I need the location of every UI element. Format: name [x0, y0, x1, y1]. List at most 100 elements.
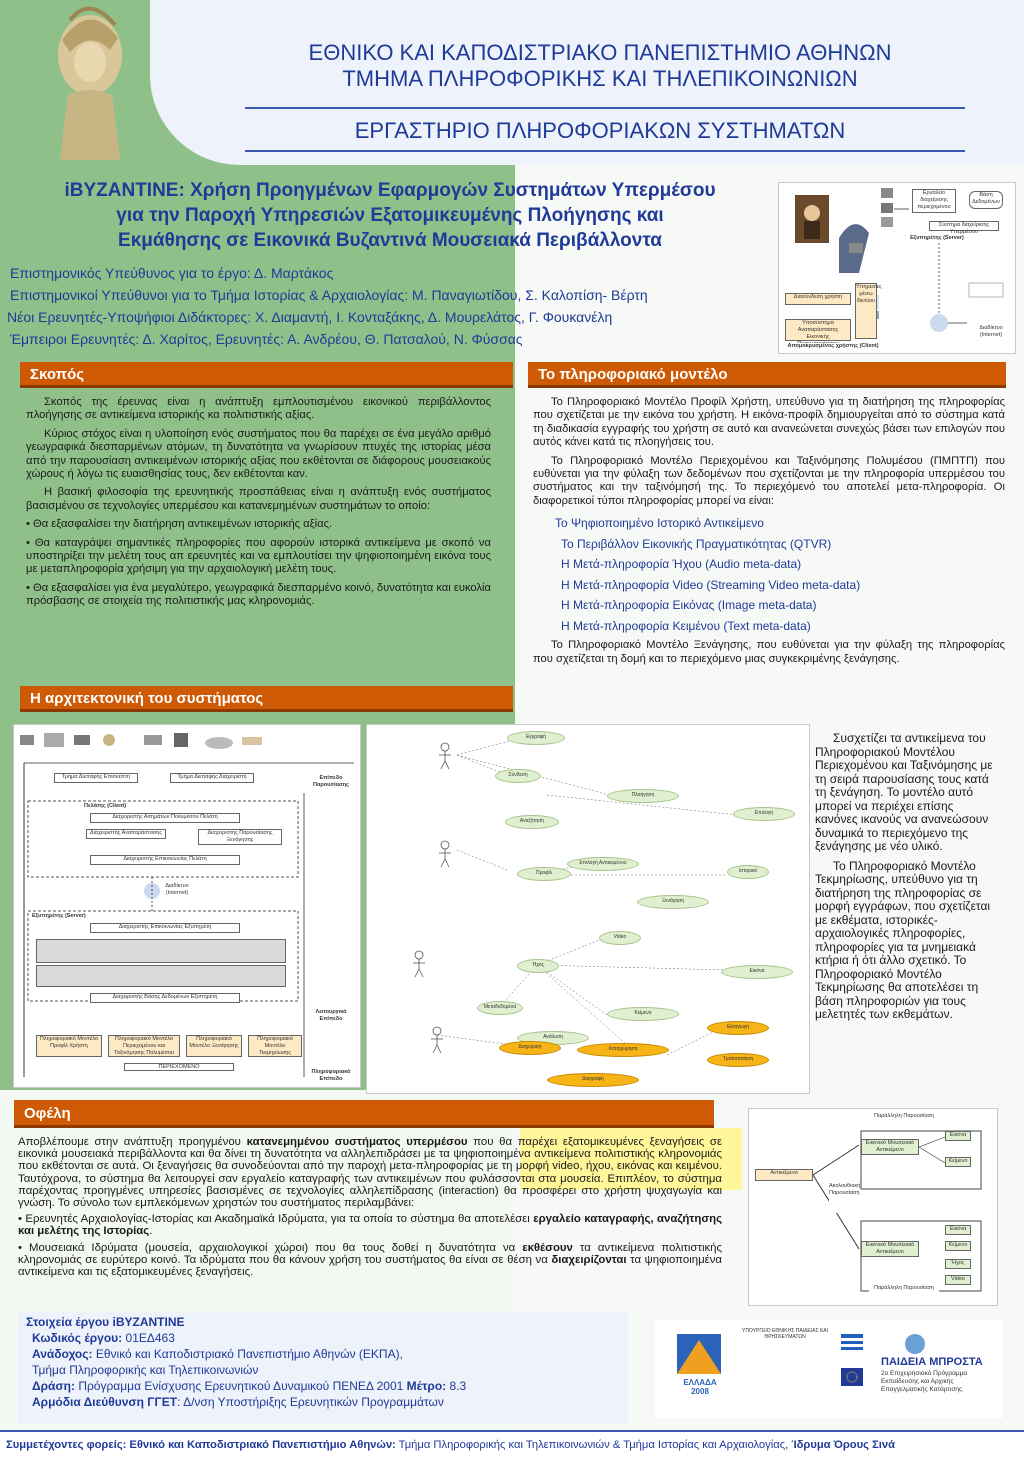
use-case-node: Κείμενο [607, 1007, 679, 1021]
benefits-strong: εκθέσουν [522, 1241, 573, 1254]
people-line: Έμπειροι Ερευνητές: Δ. Χαρίτος, Ερευνητέ… [10, 331, 523, 347]
project-code: Κωδικός έργου: 01ΕΔ463 [32, 1330, 626, 1346]
vr-subsystem-box: Υποσύστημα Αναπαράστασης Εικονικής Πραγμ… [785, 319, 851, 347]
use-case-node: Αναζήτηση [505, 815, 559, 829]
model-list-item: Η Μετά-πληροφορία Κειμένου (Text meta-da… [561, 618, 811, 633]
people-list: Επιστημονικός Υπεύθυνος για το έργο: Δ. … [7, 262, 770, 350]
paideia-sub-line: Επαγγελματικής Κατάρτισης [881, 1386, 963, 1393]
benefits-text: • Μουσειακά Ιδρύματα (μουσεία, αρχαιολογ… [18, 1241, 523, 1254]
title-line-3: Εκμάθησης σε Εικονικά Βυζαντινά Μουσειακ… [118, 230, 662, 251]
project-action: Δράση: Πρόγραμμα Ενίσχυσης Ερευνητικού Δ… [32, 1378, 626, 1394]
use-case-node: Προφίλ [517, 867, 571, 881]
client-group-label: Πελάτης (Client) [84, 803, 144, 810]
database-box: Βάση Δεδομένων [969, 191, 1003, 209]
use-case-node-highlight: Εισαγωγή [707, 1021, 769, 1035]
sponsor-logos-graphics [677, 1334, 925, 1386]
benefits-text: τα αντικείμενα πολιτιστικής κληρονομιάς … [18, 1241, 723, 1266]
skopos-paragraph: Σκοπός της έρευνας είναι η ανάπτυξη εμπλ… [26, 396, 491, 422]
server-db-manager-box: Διαχειριστής Βάσης Δεδομένων Εξυπηρέτη [90, 993, 240, 1003]
project-info: Στοιχεία έργου iBYZANTINE Κωδικός έργου:… [26, 1314, 626, 1410]
benefits-text: τα ψηφιοποιημένα αντικείμενα και τις εξα… [18, 1253, 722, 1279]
museum-object-box: Εικονικό Μουσειακό Αντικείμενο [861, 1139, 919, 1155]
benefits-paragraph: Αποβλέπουμε στην ανάπτυξη προηγμένου κατ… [18, 1136, 722, 1209]
parallel-label: Παράλληλη Παρουσίαση [869, 1285, 939, 1301]
system-overview-diagram: Εργαλείο διαχείρισης περιεχομένου Βάση Δ… [778, 182, 1016, 354]
footer-departments: Τμήμα Πληροφορικής και Τηλεπικοινωνιών &… [395, 1439, 792, 1451]
model-body: Το Πληροφοριακό Μοντέλο Προφίλ Χρήστη, υ… [533, 396, 1005, 671]
functional-layer-label: Λειτουργικό Επίπεδο [306, 1009, 356, 1025]
benefits-text: • Ερευνητές Αρχαιολογίας-Ιστορίας και Ακ… [18, 1213, 534, 1226]
university-name: ΕΘΝΙΚΟ ΚΑΙ ΚΑΠΟΔΙΣΤΡΙΑΚΟ ΠΑΝΕΠΙΣΤΗΜΙΟ ΑΘ… [308, 40, 892, 65]
paideia-sub-line: 2ο Επιχειρησιακό Πρόγραμμα [881, 1370, 968, 1377]
benefits-text: Αποβλέπουμε στην ανάπτυξη προηγμένου [18, 1136, 247, 1148]
project-authority-value: : Δ/νση Υποστήριξης Ερευνητικών Προγραμμ… [177, 1395, 444, 1409]
representation-manager-box: Διαχειριστής Αναπαράστασης [86, 829, 166, 839]
use-case-node: Επιλογή [733, 807, 795, 821]
use-case-node: Video [599, 931, 641, 945]
footer-text: Συμμετέχοντες φορείς: Εθνικό και Καποδισ… [6, 1439, 1018, 1451]
header-rule-top [245, 107, 965, 109]
documentation-model-box: Πληροφοριακό Μοντέλο Τεκμηρίωσης [248, 1035, 302, 1057]
header-banner [150, 0, 1024, 165]
ministry-logo-text: ΥΠΟΥΡΓΕΙΟ ΕΘΝΙΚΗΣ ΠΑΙΔΕΙΑΣ ΚΑΙ ΘΡΗΣΚΕΥΜΑ… [741, 1328, 829, 1340]
image-box: Εικόνα [945, 1131, 971, 1141]
people-line: Νέοι Ερευνητές-Υποψήφιοι Διδάκτορες: Χ. … [7, 309, 613, 325]
model-list-item: Η Μετά-πληροφορία Ήχου (Audio meta-data) [561, 557, 802, 572]
use-case-node-highlight: Διαχείριση [499, 1041, 561, 1055]
title-line-2: για την Παροχή Υπηρεσιών Εξατομικευμένης… [116, 205, 664, 226]
client-comm-manager-box: Διαχειριστής Επικοινωνίας Πελάτη [90, 855, 240, 865]
information-layer-label: Πληροφοριακό Επίπεδο [306, 1069, 356, 1085]
visitor-interface-box: Τμήμα Διεπαφής Επισκέπτη [54, 773, 138, 783]
documentation-model-paragraph: Το Πληροφοριακό Μοντέλο Τεκμηρίωσης, υπε… [815, 858, 991, 1021]
project-contractor-dept: Τμήμα Πληροφορικής και Τηλεπικοινωνιών [32, 1363, 259, 1377]
image-box: Εικόνα [945, 1225, 971, 1235]
model-list-item: Η Μετά-πληροφορία Video (Streaming Video… [561, 577, 861, 592]
model-list-item: Το Περιβάλλον Εικονικής Πραγματικότητας … [561, 536, 832, 551]
text-box: Κείμενο [945, 1241, 971, 1251]
use-case-node: Μεταδεδομένα [477, 1001, 523, 1015]
skopos-bullet: • Θα καταγράψει σημαντικές πληροφορίες π… [26, 536, 491, 576]
footer-university: Εθνικό και Καποδιστριακό Πανεπιστήμιο Αθ… [129, 1439, 396, 1451]
tour-model-paragraph: Συσχετίζει τα αντικείμενα του Πληροφορια… [815, 731, 993, 853]
header-rule-bottom [245, 150, 965, 152]
architecture-diagram: Τμήμα Διεπαφής Επισκέπτη Τμήμα Διεπαφής … [13, 724, 361, 1088]
use-case-node-highlight: Τροποποίηση [707, 1053, 769, 1067]
use-case-node-highlight: Καταχώρηση [577, 1043, 669, 1057]
model-list-item: Η Μετά-πληροφορία Εικόνας (Image meta-da… [561, 598, 817, 613]
project-info-title: Στοιχεία έργου iBYZANTINE [26, 1315, 185, 1329]
model-paragraph: Το Πληροφοριακό Μοντέλο Προφίλ Χρήστη, υ… [533, 396, 1005, 449]
content-box: ΠΕΡΙΕΧΟΜΕΝΟ [124, 1063, 234, 1071]
content-tool-box: Εργαλείο διαχείρισης περιεχομένου [912, 189, 956, 213]
user-profile-model-box: Πληροφοριακό Μοντέλο Προφίλ Χρήστη [36, 1035, 102, 1057]
skopos-bullet: • Θα εξασφαλίσει την διατήρηση αντικειμέ… [26, 518, 333, 531]
project-authority-label: Αρμόδια Διεύθυνση ΓΓΕΤ [32, 1395, 178, 1409]
use-case-node: Ιστορικό [727, 865, 769, 879]
client-request-manager-box: Διαχειριστής Αιτημάτων Πολυμέσου Πελάτη [90, 813, 240, 823]
model-paragraph: Το Πληροφοριακό Μοντέλο Ξενάγησης, που ε… [533, 639, 1005, 665]
use-case-node: Εικόνα [721, 965, 793, 979]
use-case-diagram: Εγγραφή Σύνδεση Πλοήγηση Αναζήτηση Επιλο… [366, 724, 810, 1094]
lab-name: ΕΡΓΑΣΤΗΡΙΟ ΠΛΗΡΟΦΟΡΙΑΚΩΝ ΣΥΣΤΗΜΑΤΩΝ [354, 118, 846, 143]
people-line: Επιστημονικοί Υπεύθυνοι για το Τμήμα Ιστ… [10, 287, 648, 303]
poster-title: iBYZANTINE: Χρήση Προηγμένων Εφαρμογών Σ… [0, 178, 780, 253]
footer-label: Συμμετέχοντες φορείς: [6, 1439, 127, 1451]
title-line-1: iBYZANTINE: Χρήση Προηγμένων Εφαρμογών Σ… [64, 180, 716, 201]
server-label: Εξυπηρέτης (Server) [907, 235, 967, 243]
use-case-node: Εγγραφή [507, 731, 565, 745]
project-action-label: Δράση: [32, 1379, 75, 1393]
paideia-sub-line: Εκπαίδευσης και Αρχικής [881, 1378, 954, 1385]
tour-structure-diagram: Παράλληλη Παρουσίαση Εικονικό Μουσειακό … [748, 1108, 998, 1306]
footer [0, 1430, 1024, 1464]
use-case-node-highlight: Διαγραφή [547, 1073, 639, 1087]
client-label: Απομακρυσμένος χρήστης (Client) [783, 343, 883, 351]
people-line: Επιστημονικός Υπεύθυνος για το έργο: Δ. … [10, 265, 334, 281]
project-contractor-label: Ανάδοχος: [32, 1347, 93, 1361]
internet-label: Διαδίκτυο (Internet) [162, 883, 192, 899]
use-case-node: Σύνδεση [495, 769, 541, 783]
athena-statue-image [40, 0, 135, 160]
skopos-body: Σκοπός της έρευνας είναι η ανάπτυξη εμπλ… [26, 396, 491, 614]
tour-model-box: Πληροφοριακό Μοντέλο Ξενάγησης [186, 1035, 242, 1057]
footer-foundation: Ίδρυμα Όρους Σινά [791, 1439, 895, 1451]
use-case-node: Ήχος [517, 959, 559, 973]
project-measure-value: 8.3 [449, 1379, 467, 1393]
